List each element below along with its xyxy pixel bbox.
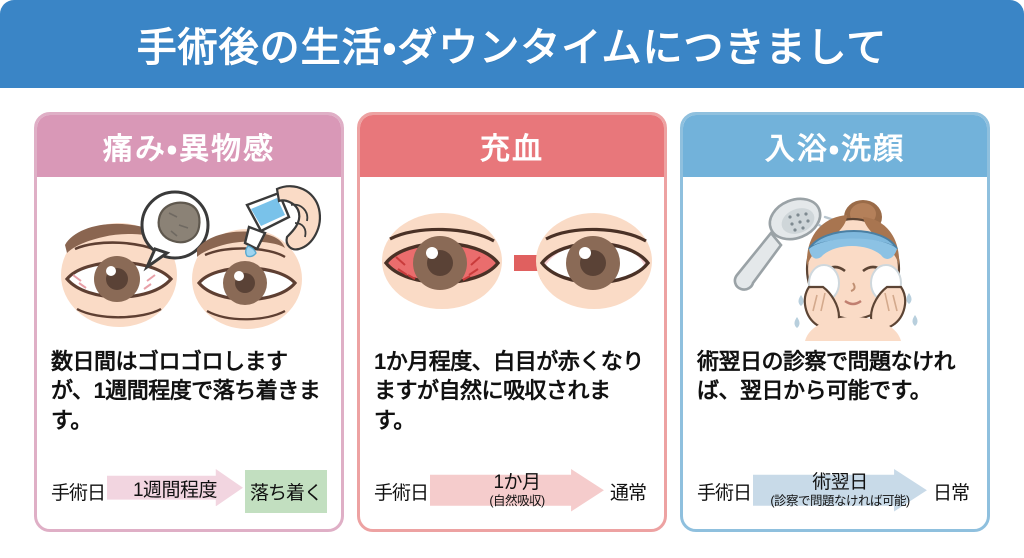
card-pain-body: 数日間はゴロゴロしますが、1週間程度で落ち着きます。 手術日 1週間程度 落ち着… <box>37 177 341 529</box>
card-pain-title: 痛み・異物感 <box>102 133 276 166</box>
timeline-arrow-text: 1か月 (自然吸収) <box>489 471 545 510</box>
timeline-start-label: 手術日 <box>51 482 106 504</box>
timeline-arrow: 1週間程度 <box>107 469 243 513</box>
card-pain-timeline: 手術日 1週間程度 落ち着く <box>51 465 327 517</box>
card-redness-body: 1か月程度、白目が赤くなりますが自然に吸収されます。 手術日 1か月 (自然吸収… <box>360 177 664 529</box>
arrow-shape-icon <box>753 469 927 512</box>
card-bathing-header: 入浴・洗顔 <box>683 115 987 177</box>
timeline-arrow-sub: (診察で問題なければ可能) <box>770 493 910 508</box>
card-bathing-body: 術翌日の診察で問題なければ、翌日から可能です。 手術日 術翌日 (診察で問題なけ… <box>683 177 987 529</box>
timeline-start-label: 手術日 <box>697 482 752 504</box>
card-row: 痛み・異物感 <box>0 112 1024 544</box>
timeline-arrow-text: 1週間程度 <box>132 480 218 502</box>
timeline-arrow-main: 1週間程度 <box>132 480 218 502</box>
card-pain-description: 数日間はゴロゴロしますが、1週間程度で落ち着きます。 <box>51 349 321 433</box>
timeline-end-label: 落ち着く <box>244 469 327 513</box>
timeline-start-label: 手術日 <box>374 482 429 504</box>
timeline-arrow: 術翌日 (診察で問題なければ可能) <box>753 469 927 513</box>
card-redness: 充血 <box>357 112 667 532</box>
card-pain-header: 痛み・異物感 <box>37 115 341 177</box>
page-banner: 手術後の生活・ダウンタイムにつきまして <box>0 0 1024 88</box>
timeline-end-label: 日常 <box>932 482 970 504</box>
timeline-arrow-main: 術翌日 <box>812 471 868 493</box>
bloodshot-eye-to-normal-eye-illustration <box>374 183 652 343</box>
timeline-arrow-main: 1か月 <box>493 471 541 493</box>
timeline-end-label: 通常 <box>609 482 647 504</box>
card-bathing-title: 入浴・洗顔 <box>764 133 906 166</box>
page-title: 手術後の生活・ダウンタイムにつきまして <box>136 26 888 70</box>
card-redness-header: 充血 <box>360 115 664 177</box>
card-pain: 痛み・異物感 <box>34 112 344 532</box>
card-redness-description: 1か月程度、白目が赤くなりますが自然に吸収されます。 <box>374 349 644 433</box>
card-bathing-description: 術翌日の診察で問題なければ、翌日から可能です。 <box>697 349 956 404</box>
card-redness-title: 充血 <box>480 133 544 166</box>
card-bathing-timeline: 手術日 術翌日 (診察で問題なければ可能) 日常 <box>697 465 973 517</box>
timeline-arrow-text: 術翌日 (診察で問題なければ可能) <box>770 471 910 510</box>
arrow-shape-icon <box>107 469 243 507</box>
card-bathing: 入浴・洗顔 <box>680 112 990 532</box>
card-redness-timeline: 手術日 1か月 (自然吸収) 通常 <box>374 465 650 517</box>
timeline-arrow: 1か月 (自然吸収) <box>430 469 604 513</box>
eye-foreign-body-and-eyedrop-illustration <box>51 183 327 343</box>
timeline-arrow-sub: (自然吸収) <box>489 493 545 508</box>
woman-washing-face-with-shower-illustration <box>697 183 973 343</box>
arrow-shape-icon <box>430 469 604 512</box>
